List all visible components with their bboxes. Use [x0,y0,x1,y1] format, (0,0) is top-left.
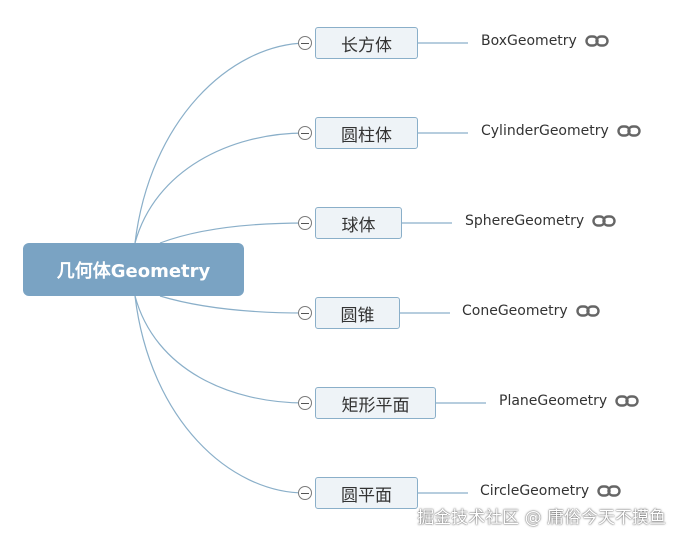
subtopic-sphere-geometry[interactable]: SphereGeometry [465,213,616,229]
subtopic-circle-geometry[interactable]: CircleGeometry [480,483,621,499]
topic-plane-geometry[interactable]: 矩形平面 [315,387,436,419]
root-topic[interactable]: 几何体Geometry [23,243,244,296]
branch-line-5 [134,295,306,404]
branch-line-1 [134,42,306,244]
collapse-icon[interactable] [298,396,312,410]
topic-cylinder-geometry[interactable]: 圆柱体 [315,117,418,149]
collapse-icon[interactable] [298,486,312,500]
collapse-icon[interactable] [298,126,312,140]
branch-line-3 [159,222,306,244]
subtopic-label: ConeGeometry [462,303,568,319]
link-icon[interactable] [585,34,609,48]
subtopic-box-geometry[interactable]: BoxGeometry [481,33,609,49]
branch-line-2 [134,132,306,244]
collapse-icon[interactable] [298,216,312,230]
subtopic-label: CircleGeometry [480,483,590,499]
branch-line-6 [134,295,306,494]
link-icon[interactable] [592,214,616,228]
topic-sphere-geometry[interactable]: 球体 [315,207,402,239]
topic-cone-geometry[interactable]: 圆锥 [315,297,400,329]
watermark: 掘金技术社区 @ 庸俗今天不摸鱼 [417,508,666,528]
topic-circle-geometry[interactable]: 圆平面 [315,477,418,509]
link-icon[interactable] [597,484,621,498]
link-icon[interactable] [575,304,600,318]
subtopic-plane-geometry[interactable]: PlaneGeometry [499,393,639,409]
subtopic-label: SphereGeometry [465,213,585,229]
subtopic-label: CylinderGeometry [481,123,609,139]
link-icon[interactable] [615,394,639,408]
subtopic-label: BoxGeometry [481,33,577,49]
collapse-icon[interactable] [298,36,312,50]
collapse-icon[interactable] [298,306,312,320]
subtopic-label: PlaneGeometry [499,393,608,409]
subtopic-cone-geometry[interactable]: ConeGeometry [462,303,600,319]
branch-line-4 [159,295,306,314]
subtopic-cylinder-geometry[interactable]: CylinderGeometry [481,123,641,139]
topic-box-geometry[interactable]: 长方体 [315,27,418,59]
link-icon[interactable] [617,124,641,138]
